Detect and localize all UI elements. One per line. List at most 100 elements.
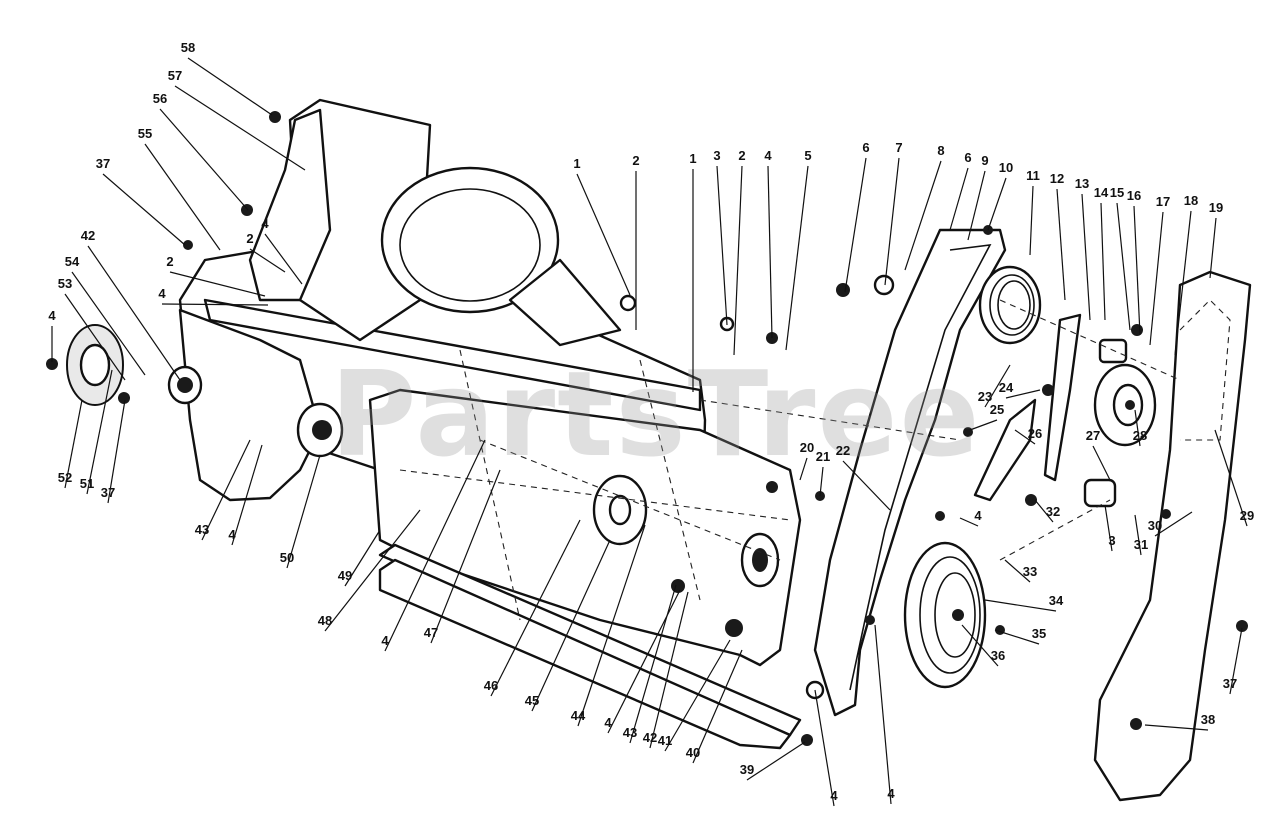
callout-leader bbox=[961, 624, 999, 667]
callout-leader bbox=[107, 399, 126, 504]
callout-number: 56 bbox=[153, 91, 167, 106]
callout-leader bbox=[187, 57, 273, 116]
callout-number: 14 bbox=[1094, 185, 1109, 200]
callout-number: 11 bbox=[1026, 168, 1040, 183]
callout-number: 43 bbox=[195, 522, 209, 537]
callout-number: 2 bbox=[738, 148, 745, 163]
callout-leader bbox=[785, 165, 809, 351]
callout-leader bbox=[1081, 193, 1091, 321]
callout-leader bbox=[1134, 409, 1141, 447]
callout-number: 17 bbox=[1156, 194, 1170, 209]
callout-number: 25 bbox=[990, 402, 1004, 417]
callout-leader bbox=[159, 108, 249, 211]
callout-leader bbox=[87, 245, 181, 381]
callout-number: 31 bbox=[1134, 537, 1148, 552]
callout-number: 48 bbox=[318, 613, 332, 628]
callout-leader bbox=[1014, 429, 1036, 445]
callout-leader bbox=[1154, 511, 1193, 537]
callout-number: 13 bbox=[1075, 176, 1089, 191]
callout-leader bbox=[692, 649, 743, 764]
callout-number: 36 bbox=[991, 648, 1005, 663]
callout-number: 4 bbox=[974, 508, 982, 523]
callout-number: 29 bbox=[1240, 508, 1254, 523]
auger-housing bbox=[66, 98, 802, 667]
callout-number: 46 bbox=[484, 678, 498, 693]
callout-number: 4 bbox=[158, 286, 166, 301]
callout-leader bbox=[286, 454, 321, 569]
callout-leader bbox=[577, 524, 646, 727]
callout-number: 4 bbox=[261, 216, 269, 231]
callout-leader bbox=[1134, 514, 1142, 556]
callout-leader bbox=[169, 271, 266, 297]
callout-leader bbox=[344, 529, 381, 587]
callout-leader bbox=[231, 444, 263, 546]
callout-leader bbox=[1144, 724, 1209, 731]
callout-leader bbox=[716, 165, 728, 326]
callout-number: 1 bbox=[573, 156, 580, 171]
callout-number: 4 bbox=[830, 788, 838, 803]
callout-number: 19 bbox=[1209, 200, 1223, 215]
callout-number: 18 bbox=[1184, 193, 1198, 208]
callout-number: 37 bbox=[101, 485, 115, 500]
callout-number: 38 bbox=[1201, 712, 1215, 727]
callout-leader bbox=[144, 143, 221, 251]
callout-leader bbox=[844, 157, 867, 293]
callout-leader bbox=[531, 539, 611, 712]
callout-number: 4 bbox=[228, 527, 236, 542]
callout-leader bbox=[799, 457, 808, 481]
callout-leader bbox=[814, 689, 835, 807]
callout-number: 43 bbox=[623, 725, 637, 740]
callout-leader bbox=[649, 591, 689, 749]
callout-leader bbox=[576, 173, 631, 296]
callout-leader bbox=[746, 741, 806, 781]
callout-number: 4 bbox=[887, 786, 895, 801]
callout-leader bbox=[71, 271, 146, 376]
callout-number: 4 bbox=[381, 633, 389, 648]
callout-leader bbox=[430, 469, 501, 644]
callout-number: 2 bbox=[632, 153, 639, 168]
callout-leaders bbox=[51, 57, 1248, 807]
callout-number: 23 bbox=[978, 389, 992, 404]
callout-leader bbox=[1056, 188, 1066, 301]
callout-number: 3 bbox=[713, 148, 720, 163]
callout-number: 8 bbox=[937, 143, 944, 158]
callout-number: 33 bbox=[1023, 564, 1037, 579]
callout-number: 4 bbox=[48, 308, 56, 323]
callout-number: 9 bbox=[981, 153, 988, 168]
callout-number: 24 bbox=[999, 380, 1014, 395]
callout-number: 15 bbox=[1110, 185, 1124, 200]
callout-number: 58 bbox=[181, 40, 195, 55]
callout-leader bbox=[904, 160, 942, 271]
callout-leader bbox=[201, 439, 251, 541]
callout-leader bbox=[733, 165, 743, 356]
callout-leader bbox=[629, 584, 677, 744]
callout-leader bbox=[490, 519, 581, 697]
callout-number: 7 bbox=[895, 140, 902, 155]
callout-number: 28 bbox=[1133, 428, 1147, 443]
belt-cover bbox=[1093, 270, 1252, 802]
callout-number: 27 bbox=[1086, 428, 1100, 443]
callout-leader bbox=[969, 419, 998, 431]
callout-number: 21 bbox=[816, 449, 830, 464]
callout-leader bbox=[987, 177, 1007, 231]
callout-number: 47 bbox=[424, 625, 438, 640]
callout-leader bbox=[1116, 202, 1131, 331]
callout-number: 32 bbox=[1046, 504, 1060, 519]
callout-number: 44 bbox=[571, 708, 586, 723]
callout-leader bbox=[64, 293, 126, 381]
callout-number: 37 bbox=[96, 156, 110, 171]
callout-leader bbox=[1004, 559, 1031, 583]
callout-leader bbox=[949, 167, 969, 231]
callout-number: 49 bbox=[338, 568, 352, 583]
callout-number: 39 bbox=[740, 762, 754, 777]
callout-number: 6 bbox=[862, 140, 869, 155]
callout-number: 4 bbox=[764, 148, 772, 163]
callout-leader bbox=[1029, 185, 1034, 256]
callout-leader bbox=[1034, 499, 1054, 523]
callout-number: 20 bbox=[800, 440, 814, 455]
callout-leader bbox=[1092, 445, 1111, 481]
callout-number: 5 bbox=[804, 148, 811, 163]
callout-number: 57 bbox=[168, 68, 182, 83]
callout-number: 50 bbox=[280, 550, 294, 565]
